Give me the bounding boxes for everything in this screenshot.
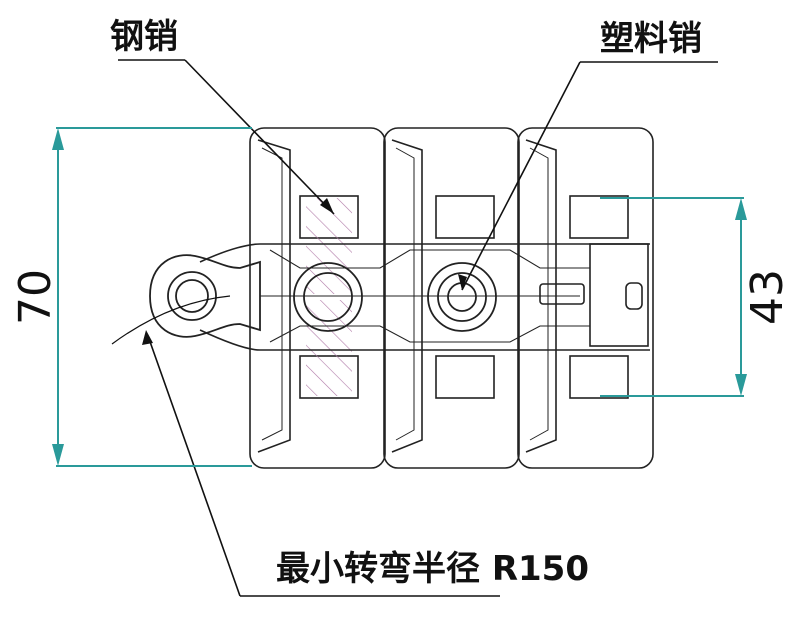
- chain-link-right: [517, 127, 654, 469]
- steel-pin-label: 钢销: [110, 17, 178, 57]
- radius-arrowhead: [142, 330, 153, 345]
- plastic-pin-label: 塑料销: [600, 19, 702, 59]
- connecting-band: [199, 243, 650, 351]
- hinge-eye: [149, 254, 261, 338]
- steel-pin: [293, 262, 363, 332]
- leader-lines: [111, 59, 718, 597]
- dimension-inner: [600, 197, 747, 397]
- inner-height-value: 43: [742, 269, 793, 325]
- plastic-pin-arrowhead: [458, 274, 467, 290]
- chain-link-left: [249, 127, 386, 469]
- dimension-overall: [52, 127, 252, 467]
- plastic-pin: [427, 262, 497, 332]
- overall-height-value: 70: [10, 269, 61, 325]
- chain-link-middle: [383, 127, 520, 469]
- min-bend-radius-label: 最小转弯半径 R150: [276, 549, 589, 589]
- steel-pin-arrowhead: [320, 198, 334, 214]
